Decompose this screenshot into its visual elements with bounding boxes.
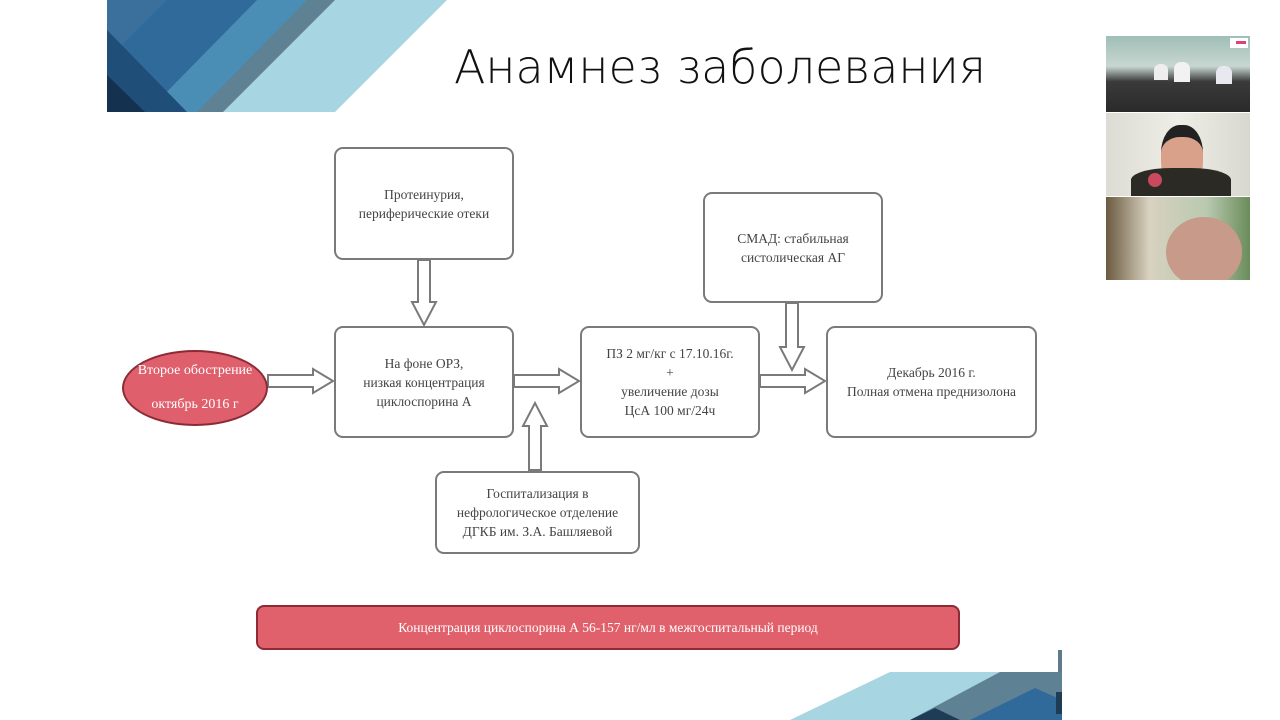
- box-text: систолическая АГ: [740, 249, 846, 265]
- video-tile-participant[interactable]: [1106, 197, 1250, 280]
- box-text: нефрологическое отделение: [456, 505, 619, 520]
- box-december: Декабрь 2016 г. Полная отмена преднизолон…: [826, 326, 1037, 438]
- box-hospital: Госпитализация в нефрологическое отделени…: [435, 471, 640, 554]
- box-text: Декабрь 2016 г.: [887, 365, 976, 380]
- arrow-hospital-up: [521, 400, 549, 471]
- event-ellipse: Второе обострение октябрь 2016 г: [122, 350, 268, 426]
- box-ors: На фоне ОРЗ, низкая концентрация циклоспор…: [334, 326, 514, 438]
- event-line: октябрь 2016 г: [151, 397, 239, 412]
- arrow-ors-to-treatment: [513, 367, 581, 395]
- slide-title: Анамнез заболевания: [453, 40, 987, 94]
- arrow-smad-down: [778, 302, 806, 373]
- box-text: ЦсА 100 мг/24ч: [624, 403, 716, 418]
- box-text: периферические отеки: [358, 205, 490, 221]
- box-text: циклоспорина А: [376, 393, 472, 409]
- box-text: СМАД: стабильная: [737, 230, 849, 246]
- box-text: низкая концентрация: [363, 374, 485, 390]
- box-text: увеличение дозы: [621, 384, 719, 399]
- cyclosporine-concentration-bar: Концентрация циклоспорина А 56-157 нг/мл…: [256, 605, 960, 650]
- video-conference-panel: [1106, 36, 1250, 280]
- arrow-treatment-to-december: [759, 367, 827, 395]
- arrow-proteinuria-down: [410, 259, 438, 328]
- box-text: Госпитализация в: [486, 486, 589, 501]
- video-tile-conference-room[interactable]: [1106, 36, 1250, 112]
- event-line: Второе обострение: [137, 363, 253, 378]
- box-text: +: [666, 365, 674, 380]
- slide-decoration-top: [107, 0, 447, 112]
- video-tile-presenter[interactable]: [1106, 113, 1250, 196]
- box-proteinuria: Протеинурия, периферические отеки: [334, 147, 514, 260]
- box-text: ПЗ 2 мг/кг с 17.10.16г.: [606, 346, 734, 361]
- box-text: ДГКБ им. З.А. Башляевой: [462, 524, 613, 539]
- arrow-event-to-ors: [267, 367, 335, 395]
- box-smad: СМАД: стабильная систолическая АГ: [703, 192, 883, 303]
- box-text: Протеинурия,: [384, 186, 464, 202]
- box-text: Полная отмена преднизолона: [846, 384, 1017, 399]
- box-text: На фоне ОРЗ,: [384, 355, 464, 371]
- slide-decoration-bottom: [790, 650, 1062, 720]
